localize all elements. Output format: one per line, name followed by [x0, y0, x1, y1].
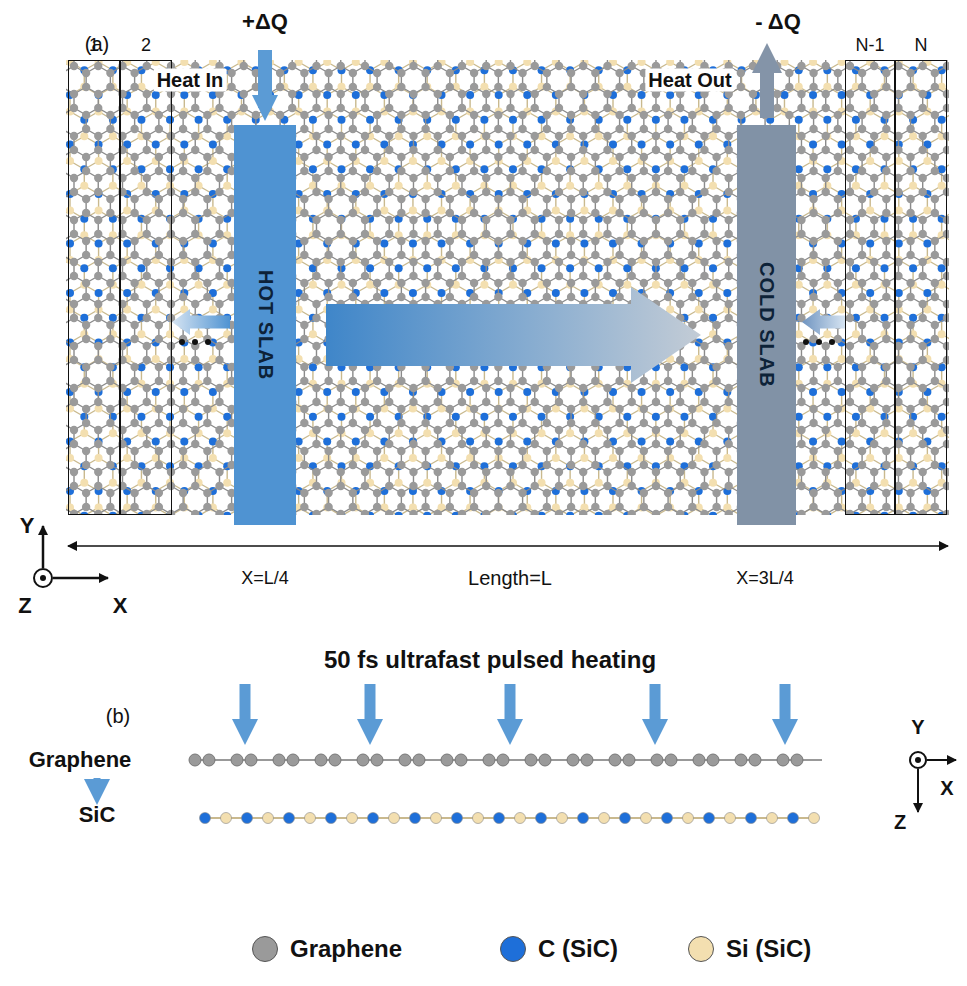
heat-flow-arrow	[802, 309, 845, 335]
legend-item: Graphene	[252, 935, 402, 963]
axis-label: Z	[18, 593, 31, 618]
thermostat-slab: HOT SLAB	[234, 125, 296, 525]
atomic-lattice	[66, 60, 949, 515]
axis-label: X	[940, 777, 953, 800]
legend-item: Si (SiC)	[688, 935, 811, 963]
axis-label: Z	[894, 811, 906, 834]
layer-label: Graphene	[29, 747, 132, 772]
heat-flow-arrow	[172, 309, 230, 335]
length-dimension	[68, 545, 948, 547]
sample-cell: 1	[68, 60, 120, 515]
heat-flow-arrow	[326, 287, 701, 383]
legend-swatch	[500, 936, 526, 962]
side-view-atoms	[189, 754, 822, 824]
legend-swatch	[688, 936, 714, 962]
sample-cell: N	[895, 60, 947, 515]
slab-label: HOT SLAB	[254, 270, 277, 380]
axis-label: X	[113, 593, 128, 618]
sample-cell: 2	[120, 60, 172, 515]
heat-out-arrow	[760, 58, 774, 118]
legend-item: C (SiC)	[500, 935, 618, 963]
legend-text: Si (SiC)	[726, 935, 811, 963]
legend-swatch	[252, 936, 278, 962]
cell-number: N-1	[855, 35, 884, 56]
sample-cell: N-1	[845, 60, 895, 515]
axes-a	[34, 526, 108, 587]
legend-text: Graphene	[290, 935, 402, 963]
axes-b	[910, 752, 956, 812]
axis-label: Y	[911, 716, 924, 739]
axis-label: Y	[20, 513, 35, 538]
cell-number: N	[915, 35, 928, 56]
dimension-label: Length=L	[468, 567, 552, 590]
cell-number: 2	[141, 35, 151, 56]
panel-label: (a)	[85, 33, 109, 56]
transfer-arrow	[94, 778, 101, 792]
position-label: X=3L/4	[736, 568, 794, 589]
thermostat-slab: COLD SLAB	[737, 125, 796, 525]
figure-heading: 50 fs ultrafast pulsed heating	[324, 646, 656, 674]
heat-symbol: - ΔQ	[755, 9, 801, 34]
heat-label: Heat Out	[645, 69, 734, 92]
layer-label: SiC	[79, 802, 116, 827]
heat-symbol: +ΔQ	[242, 9, 288, 34]
position-label: X=L/4	[241, 568, 289, 589]
slab-label: COLD SLAB	[755, 262, 778, 388]
heat-label: Heat In	[154, 69, 227, 92]
panel-label: (b)	[106, 705, 130, 728]
legend-text: C (SiC)	[538, 935, 618, 963]
heat-in-arrow	[258, 50, 272, 108]
pulse-arrows	[245, 684, 785, 732]
